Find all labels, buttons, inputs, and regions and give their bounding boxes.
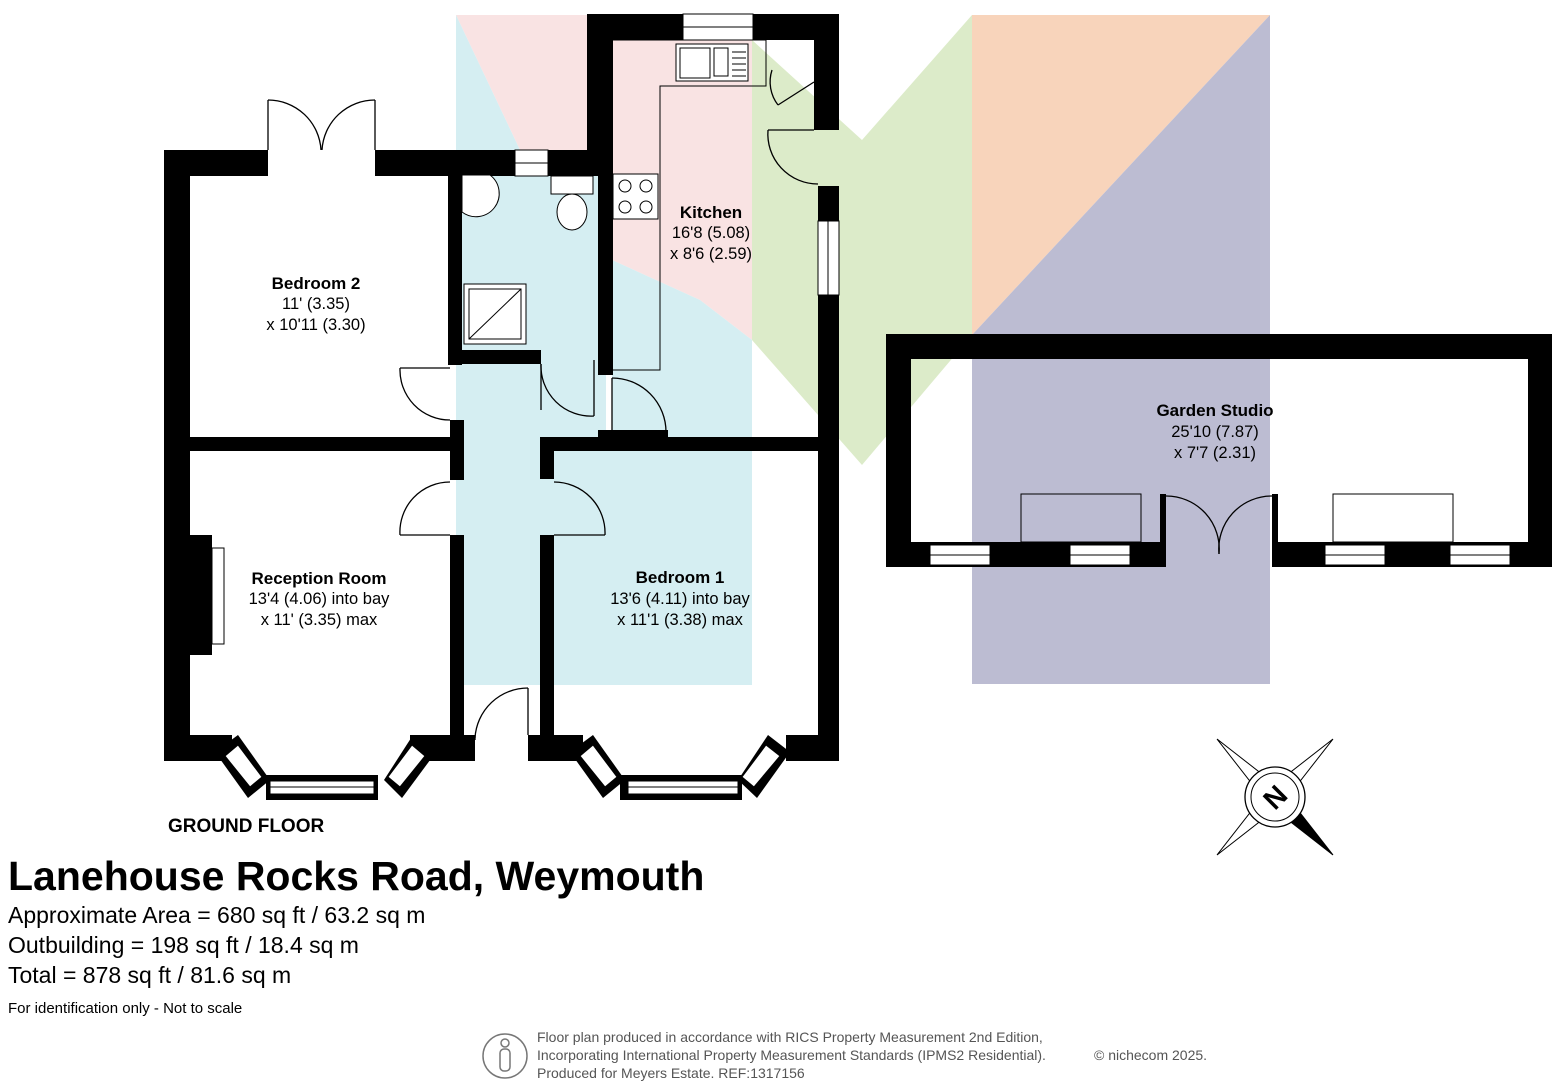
copyright: © nichecom 2025.: [1094, 1047, 1208, 1063]
bedroom1-dim2: x 11'1 (3.38) max: [617, 611, 743, 629]
outbuilding-area: Outbuilding = 198 sq ft / 18.4 sq m: [8, 932, 359, 958]
footer-line3: Produced for Meyers Estate. REF:1317156: [537, 1065, 805, 1081]
shade-pink-kitchen: [612, 40, 752, 340]
footer-line1: Floor plan produced in accordance with R…: [537, 1029, 1043, 1045]
garden-studio-windows: [929, 493, 1511, 566]
fixtures: [211, 39, 767, 645]
kitchen-dim2: x 8'6 (2.59): [670, 245, 752, 263]
floor-label: GROUND FLOOR: [168, 816, 324, 837]
garden-studio-walls: [886, 334, 1552, 567]
kitchen-dim1: 16'8 (5.08): [672, 224, 750, 242]
reception-name: Reception Room: [251, 569, 386, 588]
windows: [514, 13, 840, 296]
room-kitchen-label: Kitchen 16'8 (5.08) x 8'6 (2.59): [670, 203, 752, 263]
room-studio-label: Garden Studio 25'10 (7.87) x 7'7 (2.31): [1156, 401, 1273, 462]
footer: Floor plan produced in accordance with R…: [482, 1029, 1242, 1085]
approx-area: Approximate Area = 680 sq ft / 63.2 sq m: [8, 902, 426, 928]
studio-dim2: x 7'7 (2.31): [1174, 444, 1256, 462]
studio-dim1: 25'10 (7.87): [1171, 423, 1259, 441]
bay-window-reception: [215, 735, 436, 800]
shade-pink: [456, 15, 590, 150]
bedroom1-dim1: 13'6 (4.11) into bay: [610, 590, 750, 608]
house-walls: [164, 14, 839, 761]
room-bedroom1-label: Bedroom 1 13'6 (4.11) into bay x 11'1 (3…: [610, 568, 750, 629]
bedroom2-dim2: x 10'11 (3.30): [266, 316, 365, 334]
shade-blue-kitchen: [612, 260, 752, 440]
shade-green: [752, 15, 972, 465]
disclaimer: For identification only - Not to scale: [8, 1000, 243, 1017]
address-title: Lanehouse Rocks Road, Weymouth: [8, 853, 705, 899]
room-bedroom2-label: Bedroom 2 11' (3.35) x 10'11 (3.30): [266, 274, 365, 334]
shade-blue-upper: [456, 15, 520, 150]
bay-window-bedroom1: [570, 735, 790, 800]
kitchen-name: Kitchen: [680, 203, 742, 222]
total-area: Total = 878 sq ft / 81.6 sq m: [8, 962, 292, 988]
bedroom1-name: Bedroom 1: [636, 568, 725, 587]
person-icon: [482, 1033, 528, 1079]
property-info: Lanehouse Rocks Road, Weymouth Approxima…: [8, 852, 704, 1017]
room-reception-label: Reception Room 13'4 (4.06) into bay x 11…: [249, 569, 390, 629]
footer-line2: Incorporating International Property Mea…: [537, 1047, 1046, 1063]
garden-studio-doors: [1165, 495, 1273, 555]
reception-dim1: 13'4 (4.06) into bay: [249, 590, 390, 608]
bedroom2-dim1: 11' (3.35): [282, 295, 350, 313]
compass-icon: N: [1216, 738, 1334, 856]
reception-dim2: x 11' (3.35) max: [261, 611, 378, 629]
studio-name: Garden Studio: [1156, 401, 1273, 420]
bedroom2-name: Bedroom 2: [272, 274, 361, 293]
shade-blue-bedroom1: [550, 450, 752, 685]
doors: [267, 69, 819, 740]
